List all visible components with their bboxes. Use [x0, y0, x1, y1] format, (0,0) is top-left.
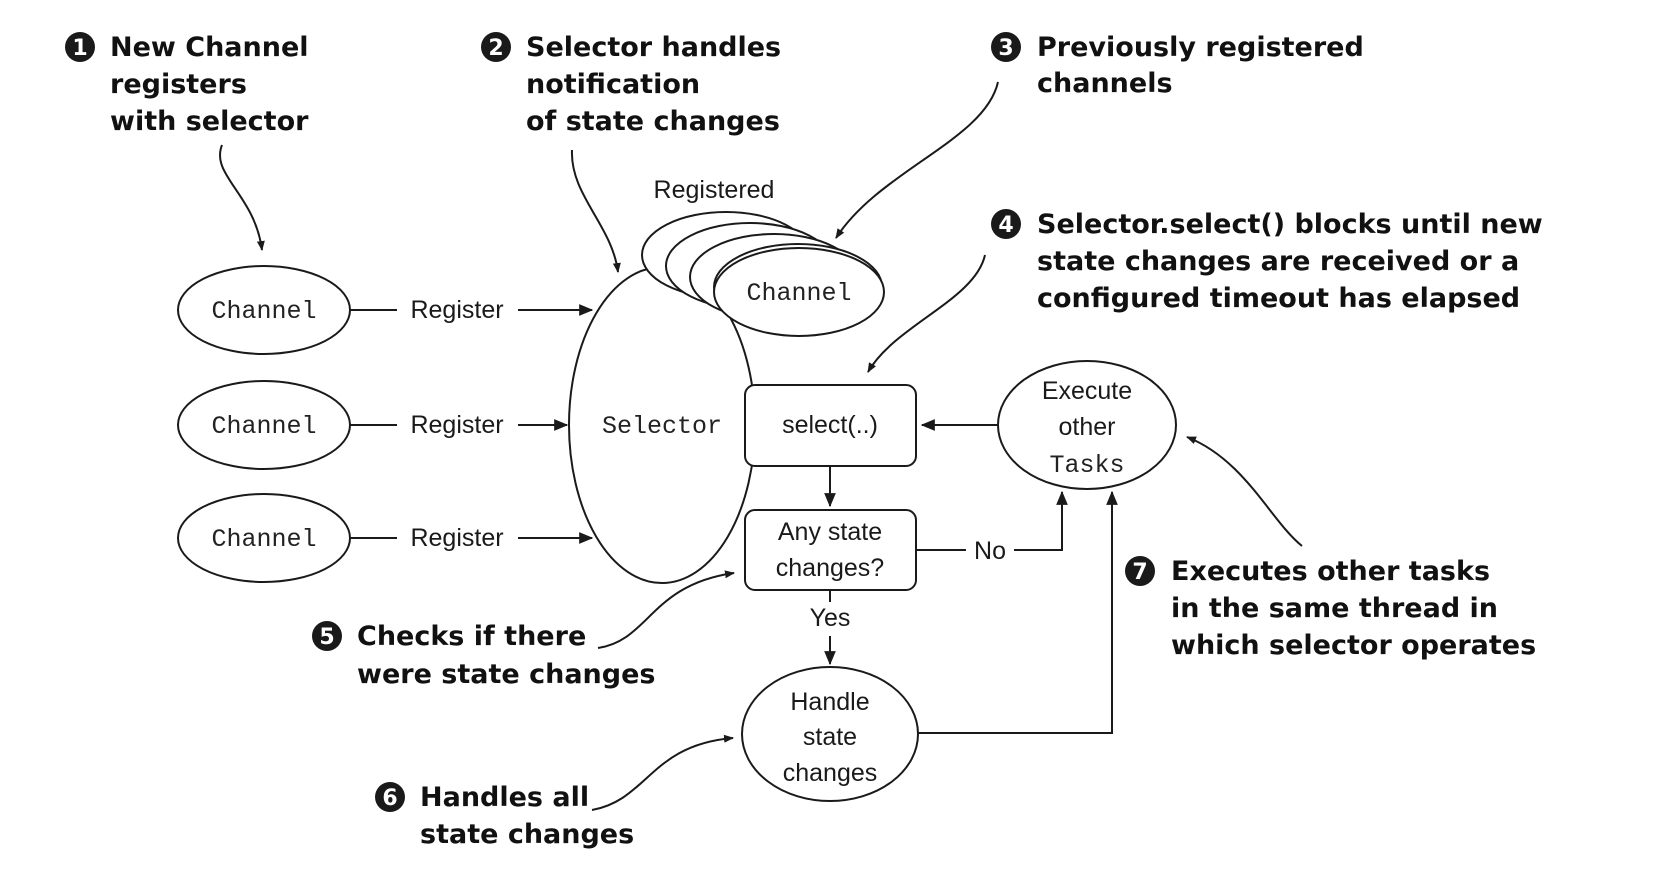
annotation-7-line-3: which selector operates	[1171, 630, 1536, 661]
annotation-3-line-1: Previously registered	[1037, 32, 1364, 63]
yes-label: Yes	[810, 604, 851, 632]
handle-line-1: Handle	[790, 688, 869, 716]
annotation-2-line-1: Selector handles	[526, 32, 781, 63]
badge-4-number: 4	[998, 213, 1013, 238]
annotation-3-arrow	[835, 81, 999, 239]
no-label: No	[974, 537, 1006, 565]
channel-1-label: Channel	[211, 297, 316, 326]
annotation-6: 6 Handles all state changes	[375, 734, 734, 850]
register-connector-1: Register	[350, 296, 594, 324]
annotation-6-line-1: Handles all	[420, 782, 589, 813]
state-check-line-1: Any state	[778, 518, 882, 546]
register-connector-3: Register	[350, 524, 594, 552]
annotation-4-arrow	[867, 254, 986, 373]
annotation-6-arrow	[591, 734, 734, 811]
badge-5-icon	[312, 621, 342, 651]
badge-3-icon	[991, 32, 1021, 62]
badge-1-icon	[65, 32, 95, 62]
annotation-5-line-1: Checks if there	[357, 621, 586, 652]
registered-channels-stack: Registered Channel	[641, 176, 885, 337]
register-label-3: Register	[410, 524, 503, 552]
annotation-1-line-1: New Channel	[110, 32, 309, 63]
channel-2: Channel	[177, 380, 351, 470]
annotation-6-line-2: state changes	[420, 819, 634, 850]
annotation-7-line-2: in the same thread in	[1171, 593, 1498, 624]
handle-state-changes: Handle state changes	[741, 666, 919, 802]
yes-branch: Yes	[810, 590, 851, 666]
execute-other-tasks: Execute other Tasks	[997, 360, 1177, 490]
register-label-2: Register	[410, 411, 503, 439]
annotation-5-line-2: were state changes	[357, 659, 655, 690]
execute-line-1: Execute	[1042, 377, 1132, 405]
annotation-4-line-1: Selector.select() blocks until new	[1037, 209, 1543, 240]
badge-7-number: 7	[1132, 560, 1147, 585]
badge-2-number: 2	[488, 36, 503, 61]
annotation-2-arrow	[570, 149, 621, 273]
select-box: select(..)	[744, 384, 917, 467]
annotation-4-line-3: configured timeout has elapsed	[1037, 283, 1520, 314]
annotation-2-line-3: of state changes	[526, 106, 780, 137]
channel-3-label: Channel	[211, 525, 316, 554]
annotation-7-line-1: Executes other tasks	[1171, 556, 1490, 587]
annotation-4: 4 Selector.select() blocks until new sta…	[867, 209, 1543, 373]
annotation-5-arrow	[597, 570, 735, 649]
annotation-2-line-2: notification	[526, 69, 700, 100]
selector-label: Selector	[602, 412, 722, 441]
badge-2-icon	[481, 32, 511, 62]
annotation-3: 3 Previously registered channels	[835, 32, 1364, 239]
channel-3: Channel	[177, 493, 351, 583]
handle-to-execute-arrow	[918, 490, 1118, 734]
annotation-7: 7 Executes other tasks in the same threa…	[1125, 436, 1536, 661]
badge-4-icon	[991, 209, 1021, 239]
badge-6-icon	[375, 782, 405, 812]
select-label: select(..)	[782, 411, 878, 439]
execute-line-2: other	[1059, 413, 1116, 441]
registered-label: Registered	[654, 176, 775, 204]
annotation-7-arrow	[1186, 436, 1303, 547]
execute-tasks-label: Tasks	[1049, 451, 1124, 480]
no-branch: No	[916, 490, 1068, 565]
annotation-5: 5 Checks if there were state changes	[312, 570, 735, 690]
badge-1-number: 1	[72, 36, 87, 61]
registered-channel-label: Channel	[746, 279, 851, 308]
annotation-4-line-2: state changes are received or a	[1037, 246, 1519, 277]
channel-2-label: Channel	[211, 412, 316, 441]
annotation-1-arrow	[219, 144, 265, 251]
register-connector-2: Register	[350, 411, 569, 439]
handle-line-3: changes	[783, 759, 878, 787]
register-label-1: Register	[410, 296, 503, 324]
state-check-box: Any state changes?	[744, 509, 917, 591]
badge-3-number: 3	[998, 36, 1013, 61]
channel-1: Channel	[177, 265, 351, 355]
annotation-2: 2 Selector handles notification of state…	[481, 32, 781, 273]
state-check-line-2: changes?	[776, 554, 884, 582]
annotation-1-line-2: registers	[110, 69, 247, 100]
badge-7-icon	[1125, 556, 1155, 586]
annotation-1-line-3: with selector	[110, 106, 309, 137]
annotation-3-line-2: channels	[1037, 68, 1173, 99]
handle-line-2: state	[803, 723, 857, 751]
annotation-1: 1 New Channel registers with selector	[65, 32, 309, 251]
badge-6-number: 6	[382, 786, 397, 811]
badge-5-number: 5	[319, 625, 334, 650]
